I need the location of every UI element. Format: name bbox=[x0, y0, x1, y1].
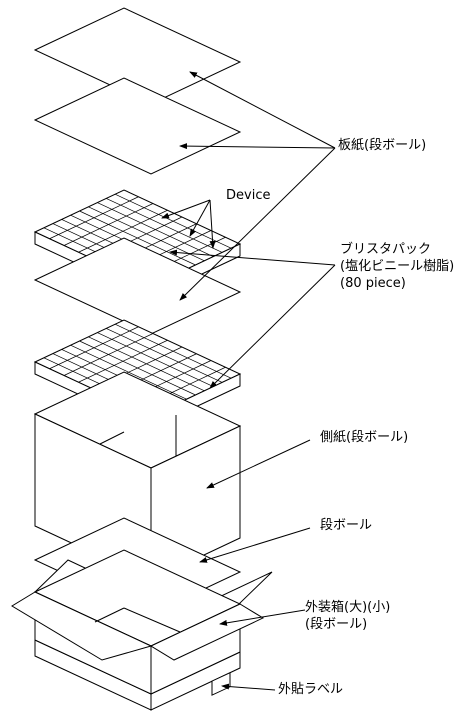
label-outer-box-line1: 外装箱(大)(小) bbox=[305, 600, 391, 615]
board-leader-1 bbox=[189, 71, 336, 149]
outer-label-patch bbox=[211, 672, 231, 696]
blister-leader-1 bbox=[169, 249, 336, 266]
blister-leader-2 bbox=[209, 264, 336, 389]
blister-grid-line bbox=[63, 203, 154, 246]
blister-grid-line bbox=[78, 339, 168, 383]
outer-box-leader bbox=[219, 609, 306, 626]
blister-grid-line bbox=[63, 333, 154, 376]
device-leader-2 bbox=[189, 199, 211, 237]
label-blister: ブリスタパック (塩化ビニール樹脂) (80 piece) bbox=[340, 242, 454, 293]
board-leader-3 bbox=[179, 147, 336, 301]
side-board-leader bbox=[206, 439, 311, 489]
label-device: Device bbox=[226, 188, 271, 203]
label-board: 板紙(段ボール) bbox=[338, 138, 427, 153]
outer-box bbox=[11, 549, 273, 711]
label-blister-line2: (塩化ビニール樹脂) bbox=[340, 258, 455, 274]
device-leader-3 bbox=[209, 199, 216, 249]
label-outer-label: 外貼ラベル bbox=[278, 682, 344, 697]
label-outer-box-line2: (段ボール) bbox=[305, 616, 368, 632]
corrugated-leader bbox=[199, 527, 311, 563]
separator-sheet bbox=[33, 237, 242, 335]
blister-grid-line bbox=[78, 209, 168, 253]
label-outer-box: 外装箱(大)(小) (段ボール) bbox=[305, 600, 390, 634]
blister-grid-line bbox=[49, 326, 139, 370]
label-side-board: 側紙(段ボール) bbox=[320, 430, 409, 445]
device-leader-1 bbox=[161, 199, 211, 219]
label-blister-line3: (80 piece) bbox=[340, 275, 406, 291]
blister-grid-line bbox=[49, 196, 139, 240]
label-blister-line1: ブリスタパック bbox=[340, 242, 432, 257]
outer-label-leader bbox=[221, 683, 276, 691]
board-leader-2 bbox=[179, 143, 336, 150]
board-sheet-second bbox=[33, 77, 242, 175]
label-corrugated: 段ボール bbox=[320, 518, 373, 533]
